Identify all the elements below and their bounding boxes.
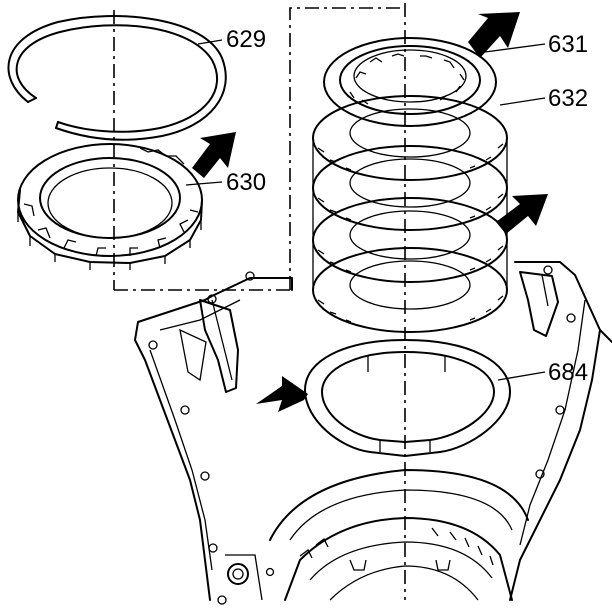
- leader-lines: [185, 39, 546, 381]
- arrow-684-icon: [256, 376, 308, 412]
- black-arrow-icon: [192, 12, 548, 412]
- arrow-631-icon: [468, 12, 520, 58]
- assembly-centerlines: [113, 3, 406, 600]
- callout-684: 684: [548, 359, 588, 386]
- snap-ring-629: [7, 15, 227, 141]
- callout-630: 630: [226, 169, 266, 196]
- housing-bolt-holes: [148, 265, 576, 553]
- transmission-housing: [134, 261, 612, 605]
- arrow-632-icon: [496, 194, 548, 234]
- apply-ring-684: [304, 339, 511, 457]
- backing-plate-630: [17, 143, 203, 270]
- clutch-plate-stack: [312, 37, 508, 333]
- arrow-630-icon: [192, 132, 236, 178]
- callout-631: 631: [548, 31, 588, 58]
- callout-632: 632: [548, 85, 588, 112]
- callout-629: 629: [226, 26, 266, 53]
